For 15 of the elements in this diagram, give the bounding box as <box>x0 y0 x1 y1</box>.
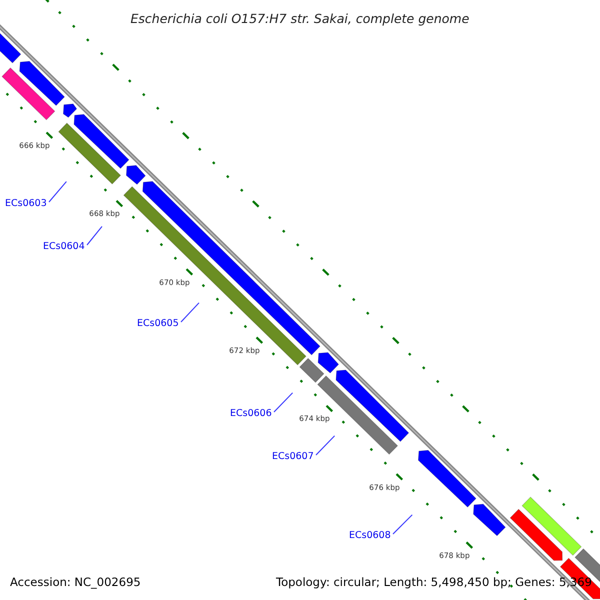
leader-line <box>392 514 413 534</box>
gene-label: ECs0606 <box>230 408 272 418</box>
accession-text: Accession: NC_002695 <box>10 575 141 589</box>
leader-line <box>274 392 294 412</box>
leader-line <box>180 302 200 322</box>
leader-line <box>316 435 336 456</box>
gene-label: ECs0607 <box>272 450 314 462</box>
gene-label: ECs0608 <box>349 530 391 540</box>
leader-line <box>48 181 67 202</box>
gene-label: ECs0604 <box>43 240 85 252</box>
leader-line <box>86 226 102 246</box>
genome-summary-text: Topology: circular; Length: 5,498,450 bp; Genes: 5,369 <box>276 575 592 589</box>
gene-label: ECs0605 <box>137 318 179 328</box>
gene-label: ECs0603 <box>5 198 47 208</box>
title: Escherichia coli O157:H7 str. Sakai, complete genome <box>130 10 470 26</box>
